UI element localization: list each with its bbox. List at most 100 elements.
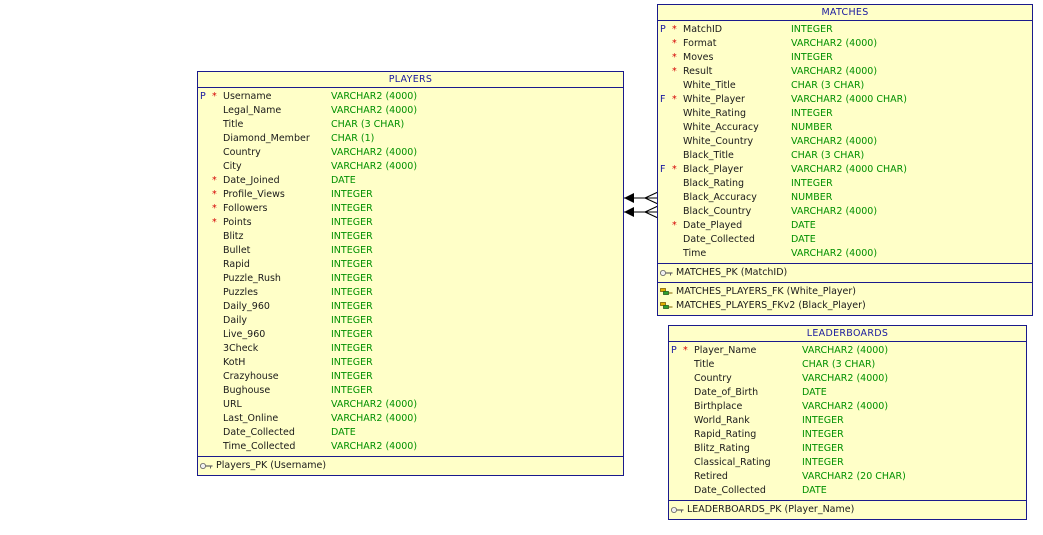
matches-title: MATCHES xyxy=(658,5,1032,21)
column-type: DATE xyxy=(802,387,827,398)
matches-foreign-keys: MATCHES_PLAYERS_FK (White_Player)MATCHES… xyxy=(658,282,1032,315)
column-name: White_Accuracy xyxy=(683,122,759,133)
foreign-key-constraint[interactable]: MATCHES_PLAYERS_FK (White_Player) xyxy=(658,285,1032,299)
column-name: Country xyxy=(694,373,732,384)
column-name: MatchID xyxy=(683,24,723,35)
constraint-label: MATCHES_PK (MatchID) xyxy=(676,267,788,278)
column-name: Puzzle_Rush xyxy=(223,273,281,284)
column-name: Black_Accuracy xyxy=(683,192,757,203)
column-name: Rapid_Rating xyxy=(694,429,757,440)
mandatory-marker: * xyxy=(212,217,217,228)
column-type: VARCHAR2 (4000) xyxy=(802,345,889,356)
column-name: Legal_Name xyxy=(223,105,282,116)
column-type: DATE xyxy=(331,175,356,186)
column-row[interactable]: Puzzle_Rush INTEGER xyxy=(198,272,623,286)
column-type: INTEGER xyxy=(331,329,373,340)
column-type: VARCHAR2 (4000) xyxy=(791,206,878,217)
primary-key-constraint[interactable]: LEADERBOARDS_PK (Player_Name) xyxy=(669,503,1026,517)
column-name: Result xyxy=(683,66,713,77)
column-name: Blitz_Rating xyxy=(694,443,750,454)
matches-primary-keys: MATCHES_PK (MatchID) xyxy=(658,264,1032,282)
primary-key-constraint[interactable]: MATCHES_PK (MatchID) xyxy=(658,266,1032,280)
foreign-key-icon xyxy=(660,302,673,309)
column-name: Time_Collected xyxy=(223,441,296,452)
column-type: VARCHAR2 (4000) xyxy=(331,91,418,102)
column-row[interactable]: White_Accuracy NUMBER xyxy=(658,121,1032,135)
column-name: Points xyxy=(223,217,252,228)
column-type: DATE xyxy=(791,220,816,231)
column-name: Bughouse xyxy=(223,385,271,396)
column-type: INTEGER xyxy=(331,273,373,284)
key-icon xyxy=(660,270,673,276)
column-type: NUMBER xyxy=(791,122,833,133)
column-type: VARCHAR2 (4000 CHAR) xyxy=(791,94,907,105)
column-type: INTEGER xyxy=(331,371,373,382)
column-type: INTEGER xyxy=(331,343,373,354)
column-name: City xyxy=(223,161,242,172)
players-title: PLAYERS xyxy=(198,72,623,88)
mandatory-marker: * xyxy=(212,189,217,200)
mandatory-marker: * xyxy=(212,175,217,186)
column-type: INTEGER xyxy=(791,24,833,35)
foreign-key-constraint[interactable]: MATCHES_PLAYERS_FKv2 (Black_Player) xyxy=(658,299,1032,313)
column-name: Title xyxy=(223,119,244,130)
primary-key-constraint[interactable]: Players_PK (Username) xyxy=(198,459,623,473)
